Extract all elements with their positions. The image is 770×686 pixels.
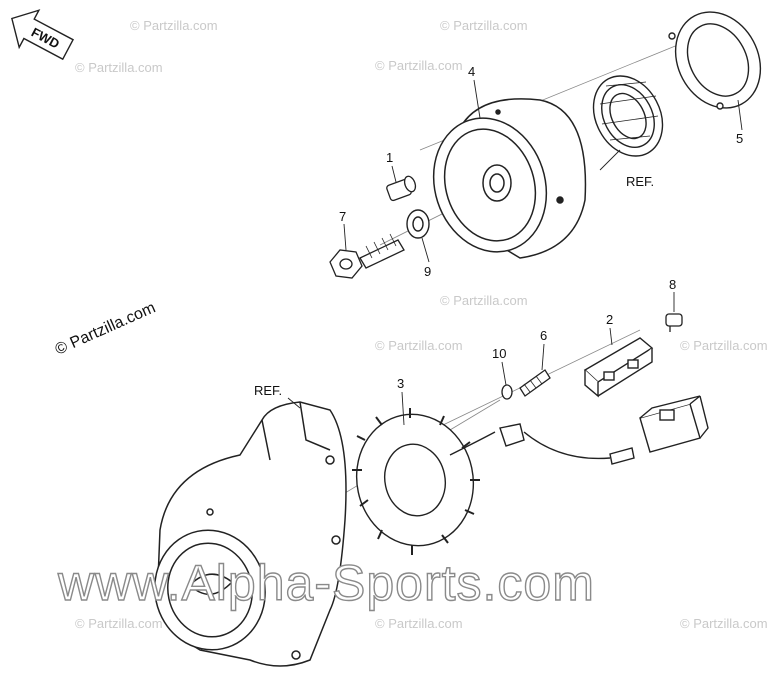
callout-labels: 1 2 3 4 5 6 7 8 9 10 REF. REF.	[254, 64, 743, 398]
watermark-text: © Partzilla.com	[440, 293, 528, 308]
callout-1: 1	[386, 150, 393, 165]
callout-9: 9	[424, 264, 431, 279]
washer-small	[501, 384, 513, 400]
flange-bolt	[329, 233, 405, 279]
flywheel-rotor	[432, 98, 587, 259]
fwd-arrow-icon: FWD	[11, 9, 75, 61]
callout-5: 5	[736, 131, 743, 146]
watermark-text: © Partzilla.com	[75, 60, 163, 75]
screw-8	[665, 313, 683, 332]
callout-7: 7	[339, 209, 346, 224]
pickup-coil	[583, 337, 654, 398]
ref-label-bearing: REF.	[626, 174, 654, 189]
alternator-cover	[154, 401, 347, 667]
watermark-text: © Partzilla.com	[375, 616, 463, 631]
callout-8: 8	[669, 277, 676, 292]
watermark-layer: © Partzilla.com © Partzilla.com © Partzi…	[75, 18, 768, 631]
watermark-text: © Partzilla.com	[130, 18, 218, 33]
starter-clutch-bearing	[592, 75, 664, 157]
watermark-text: © Partzilla.com	[680, 616, 768, 631]
watermark-text: © Partzilla.com	[440, 18, 528, 33]
oil-seal-ring	[668, 11, 762, 110]
washer	[406, 209, 430, 239]
flywheel-bolt-small	[386, 175, 417, 202]
callout-3: 3	[397, 376, 404, 391]
site-watermark: www.Alpha-Sports.com	[57, 555, 595, 611]
ref-label-cover: REF.	[254, 383, 282, 398]
callout-10: 10	[492, 346, 506, 361]
copyright-text: © Partzilla.com	[53, 299, 158, 358]
watermark-text: © Partzilla.com	[375, 338, 463, 353]
watermark-text: © Partzilla.com	[375, 58, 463, 73]
stator-assembly	[352, 395, 709, 555]
watermark-text: © Partzilla.com	[680, 338, 768, 353]
callout-6: 6	[540, 328, 547, 343]
callout-group	[287, 79, 743, 426]
callout-4: 4	[468, 64, 475, 79]
watermark-text: © Partzilla.com	[75, 616, 163, 631]
callout-2: 2	[606, 312, 613, 327]
screw-6	[519, 369, 551, 397]
